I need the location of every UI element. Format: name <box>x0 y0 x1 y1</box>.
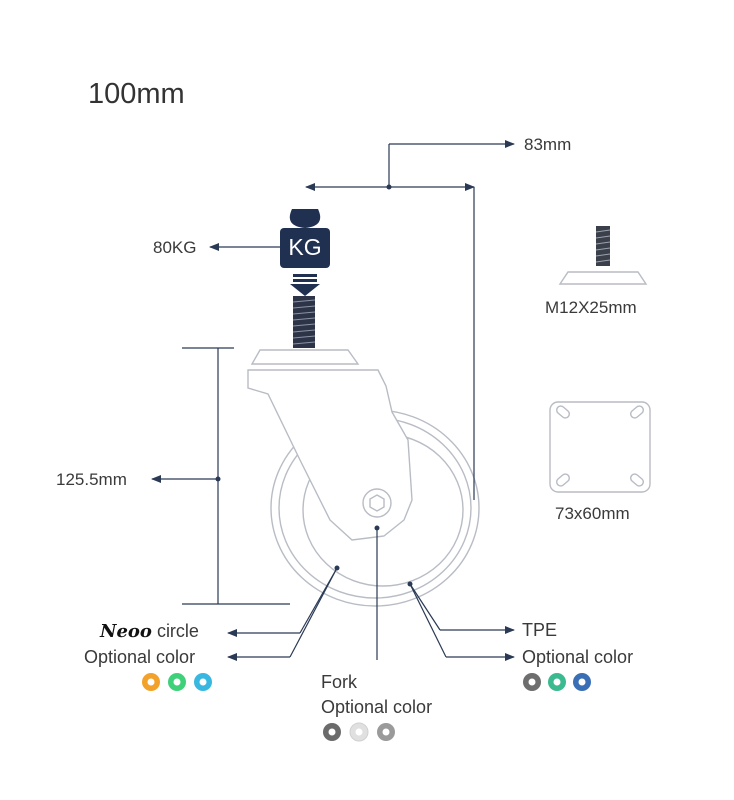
circle-callout: Neoo circle <box>100 621 199 642</box>
fork-label: Fork <box>321 672 357 692</box>
stem-size-label: M12X25mm <box>545 298 637 317</box>
accessory-plate <box>549 401 651 493</box>
load-capacity-label: 80KG <box>153 238 197 257</box>
dimension-lines <box>151 140 515 661</box>
tpe-optional-color-label: Optional color <box>522 647 634 667</box>
caster-drawing <box>247 226 651 607</box>
swatch-center <box>528 678 536 686</box>
dimension-dots <box>215 184 413 587</box>
swatch-center <box>578 678 586 686</box>
plate-size-label: 73x60mm <box>555 504 630 523</box>
top-plate <box>250 349 360 365</box>
swatch-center <box>147 678 155 686</box>
swatch-center <box>553 678 561 686</box>
accessory-stem-base <box>558 271 648 285</box>
tpe-label: TPE <box>522 620 558 640</box>
swatch-center <box>328 728 336 736</box>
circle-optional-color-label: Optional color <box>84 647 196 667</box>
swatch-center <box>173 678 181 686</box>
fork-optional-color-label: Optional color <box>321 697 433 717</box>
height-dimension-label: 125.5mm <box>56 470 127 489</box>
swatch-center <box>199 678 207 686</box>
fork-color-swatches <box>323 722 395 742</box>
threaded-stem <box>293 296 315 348</box>
kg-icon-text: KG <box>288 234 322 260</box>
tpe-color-swatches <box>523 673 591 691</box>
swatch-center <box>382 728 390 736</box>
kg-weight-icon <box>280 209 330 296</box>
page-title: 100mm <box>88 78 185 110</box>
brand-logo: Neoo <box>100 621 152 642</box>
swatch-center <box>355 728 363 736</box>
circle-label: circle <box>156 621 199 641</box>
axle-bolt <box>362 488 392 518</box>
width-dimension-label: 83mm <box>524 135 572 154</box>
circle-color-swatches <box>142 673 212 691</box>
